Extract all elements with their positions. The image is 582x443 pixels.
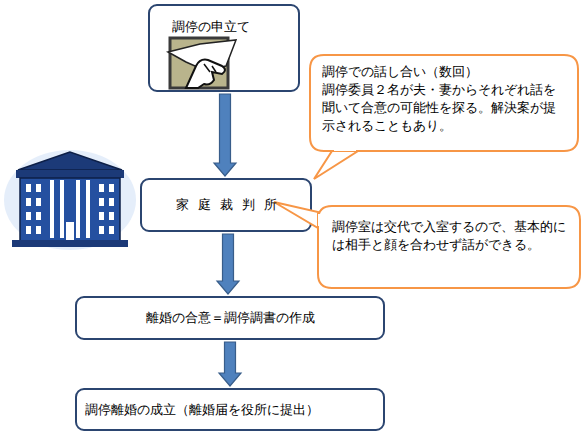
tail-joint [334,148,356,151]
speech-callout: 調停室は交代で入室するので、基本的には相手と顔を合わせず話ができる。 [318,206,580,288]
flow-arrow [219,342,241,386]
process-box: 離婚の合意＝調停調書の作成 [75,296,385,340]
callout-tail [274,202,318,228]
flow-arrow [214,94,236,176]
callout-body [318,206,580,288]
callout-heading: 調停での話し合い（数回） [322,63,568,81]
process-box: 調停離婚の成立（離婚届を役所に提出） [75,388,385,431]
speech-callout: 調停での話し合い（数回）調停委員２名が夫・妻からそれぞれ話を聞いて合意の可能性を… [310,55,578,151]
flow-arrow [217,234,239,294]
box-label: 離婚の合意＝調停調書の作成 [146,309,315,327]
callout-body [310,55,578,151]
court-building-icon [4,150,136,250]
box-label: 家庭裁判所 [176,196,286,214]
process-box: 調停の申立て [148,4,300,92]
callout-tail [314,151,358,179]
box-label: 調停離婚の成立（離婚届を役所に提出） [85,401,319,419]
callout-text: 調停委員２名が夫・妻からそれぞれ話を聞いて合意の可能性を探る。解決案が提示される… [322,81,568,135]
tail-joint [318,214,321,226]
callout-text: 調停室は交代で入室するので、基本的には相手と顔を合わせず話ができる。 [332,218,570,254]
box-label: 調停の申立て [172,18,250,36]
